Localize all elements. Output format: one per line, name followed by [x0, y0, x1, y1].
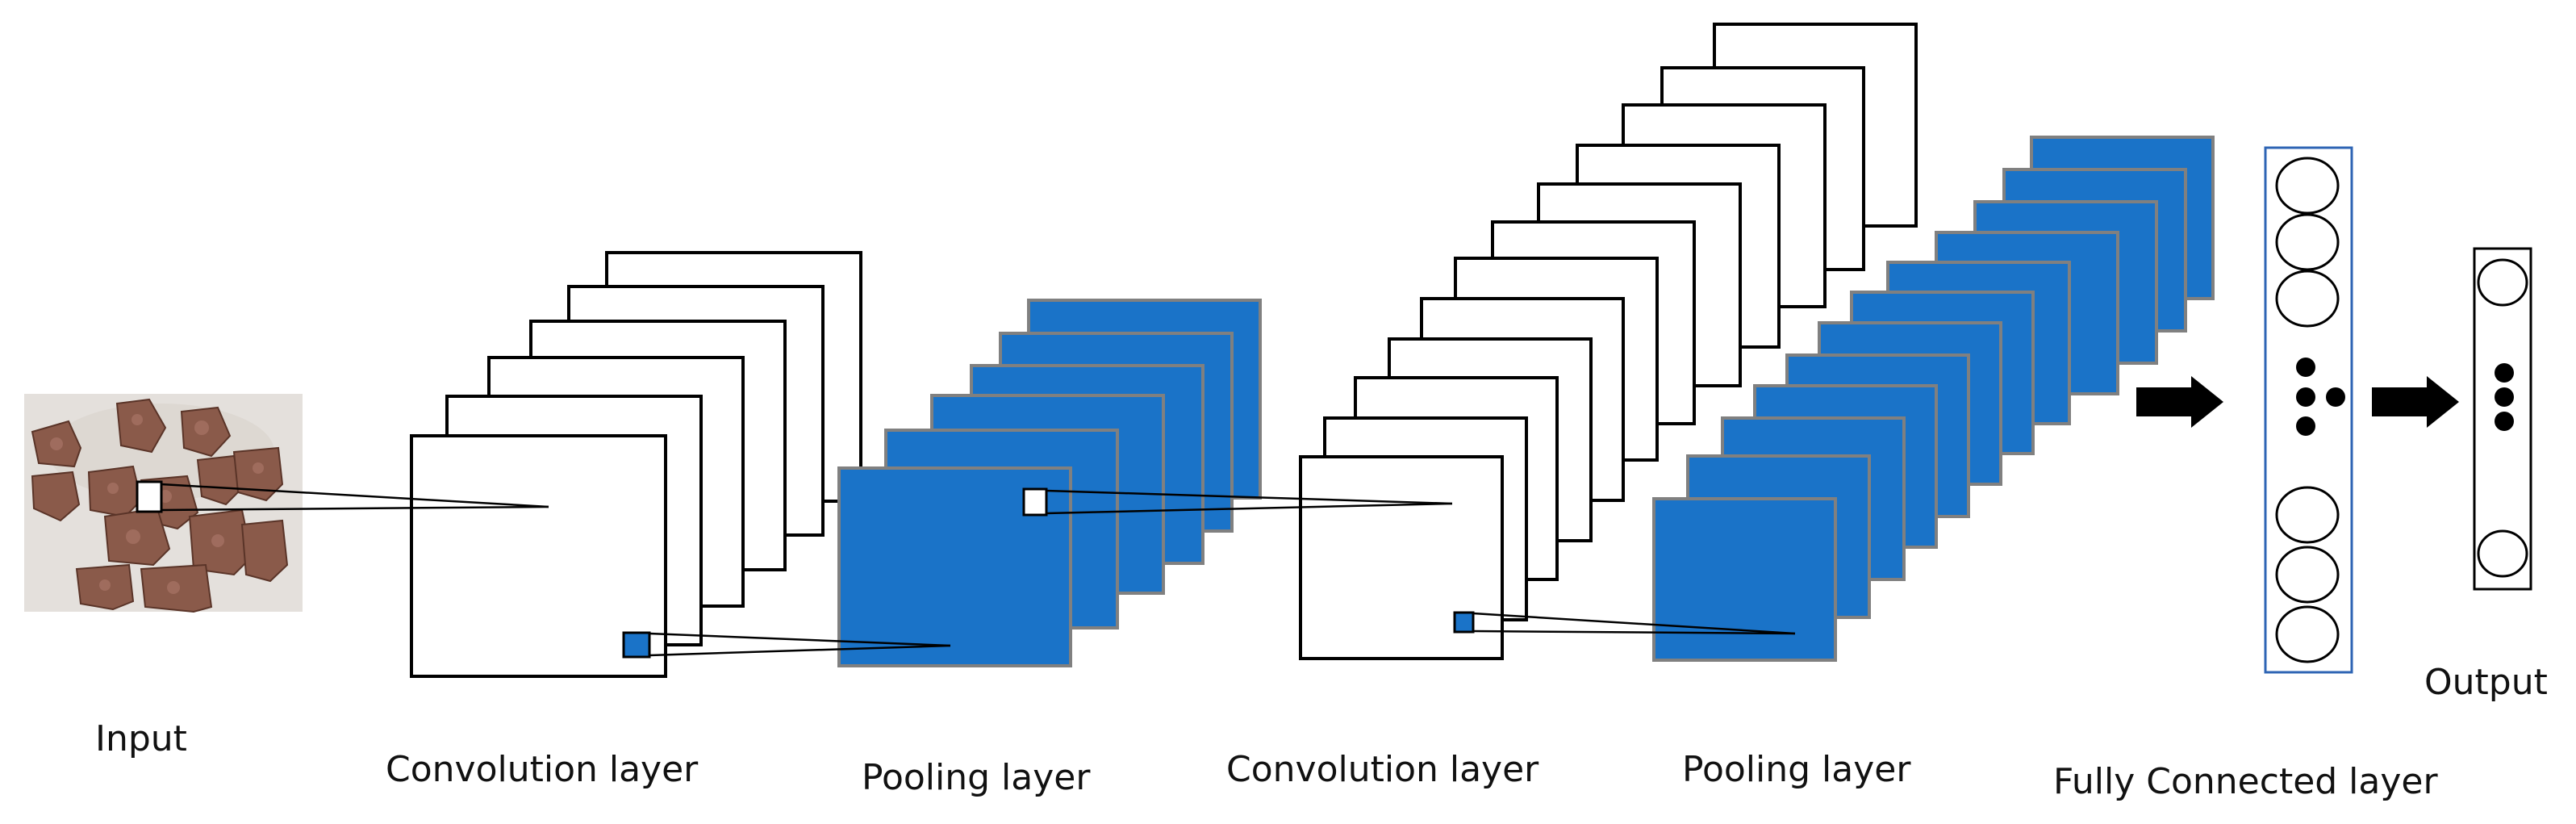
connection-lines — [161, 483, 1796, 657]
fc-node — [2275, 486, 2340, 544]
arrow-right-icon — [2372, 376, 2459, 428]
fully-connected-layer — [2264, 146, 2353, 674]
pool-window-square — [1022, 487, 1048, 517]
pool-layer-2 — [1652, 136, 2215, 662]
receptive-field-window — [136, 480, 163, 513]
output-node — [2477, 529, 2528, 578]
vertical-dots-icon — [2296, 358, 2345, 436]
fc-label: Fully Connected layer — [2053, 761, 2438, 802]
conv-kernel-square — [622, 631, 651, 659]
conv-layer-2 — [1299, 23, 1918, 660]
output-layer — [2473, 247, 2532, 591]
fc-node — [2275, 270, 2340, 328]
fc-node — [2275, 213, 2340, 271]
conv-layer-1 — [410, 251, 862, 678]
conv-kernel-square — [1453, 611, 1475, 634]
conv1-label: Convolution layer — [386, 749, 699, 790]
pooled-map — [1652, 497, 1837, 662]
pool1-label: Pooling layer — [862, 757, 1091, 798]
output-label: Output — [2424, 662, 2548, 703]
pool-layer-1 — [837, 299, 1262, 667]
vertical-dots-icon — [2495, 363, 2514, 431]
conv2-label: Convolution layer — [1226, 749, 1539, 790]
fc-node — [2275, 157, 2340, 215]
fc-node — [2275, 605, 2340, 663]
output-node — [2477, 258, 2528, 307]
arrow-right-icon — [2136, 376, 2223, 428]
pool2-label: Pooling layer — [1682, 749, 1911, 790]
fc-node — [2275, 546, 2340, 604]
input-image — [24, 394, 303, 613]
input-label: Input — [95, 718, 187, 759]
